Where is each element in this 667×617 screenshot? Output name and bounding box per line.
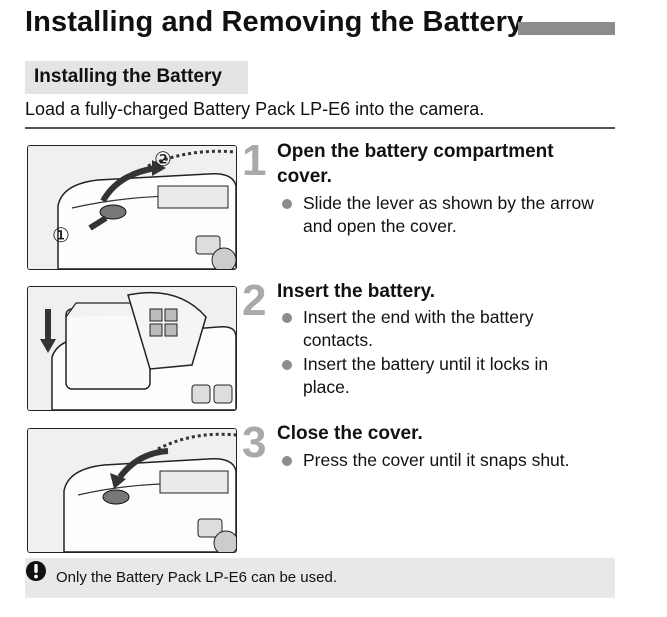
bullet-line: and open the cover. <box>303 216 457 236</box>
caution-icon <box>26 561 46 581</box>
intro-text: Load a fully-charged Battery Pack LP-E6 … <box>25 99 485 119</box>
step-3-number: 3 <box>242 418 267 467</box>
step-1-number: 1 <box>242 136 267 185</box>
callout-2: ② <box>154 149 172 171</box>
section-title: Installing the Battery <box>34 66 222 87</box>
bullet-line: contacts. <box>303 330 374 350</box>
step-2-title: Insert the battery. <box>277 281 436 302</box>
caution-text: Only the Battery Pack LP-E6 can be used. <box>56 569 337 586</box>
bullet-line: Insert the battery until it locks in <box>303 354 549 374</box>
step-2-bullet-1: Insert the end with the battery contacts… <box>281 306 611 352</box>
step-3-title: Close the cover. <box>277 423 423 444</box>
step-2-illustration <box>27 286 237 411</box>
step-2-number: 2 <box>242 276 267 325</box>
divider <box>25 127 615 129</box>
step-1-illustration: ① ② <box>27 145 237 270</box>
bullet-dot <box>282 199 292 209</box>
step-1-title-line1: Open the battery compartment <box>277 141 554 162</box>
bullet-line: Press the cover until it snaps shut. <box>303 450 570 470</box>
page-title: Installing and Removing the Battery <box>25 6 524 38</box>
caution-note: Only the Battery Pack LP-E6 can be used. <box>25 558 615 598</box>
bullet-dot <box>282 360 292 370</box>
step-1-title-line2: cover. <box>277 166 332 187</box>
callout-1: ① <box>52 225 70 247</box>
bullet-dot <box>282 313 292 323</box>
bullet-line: Slide the lever as shown by the arrow <box>303 193 594 213</box>
step-2-bullet-2: Insert the battery until it locks in pla… <box>281 353 611 399</box>
title-bar-decoration <box>518 22 615 35</box>
section-heading-box: Installing the Battery <box>25 61 248 94</box>
step-3-illustration <box>27 428 237 553</box>
bullet-dot <box>282 456 292 466</box>
step-1-bullet-1: Slide the lever as shown by the arrow an… <box>281 192 611 238</box>
step-3-bullet-1: Press the cover until it snaps shut. <box>281 449 611 472</box>
bullet-line: Insert the end with the battery <box>303 307 534 327</box>
bullet-line: place. <box>303 377 350 397</box>
